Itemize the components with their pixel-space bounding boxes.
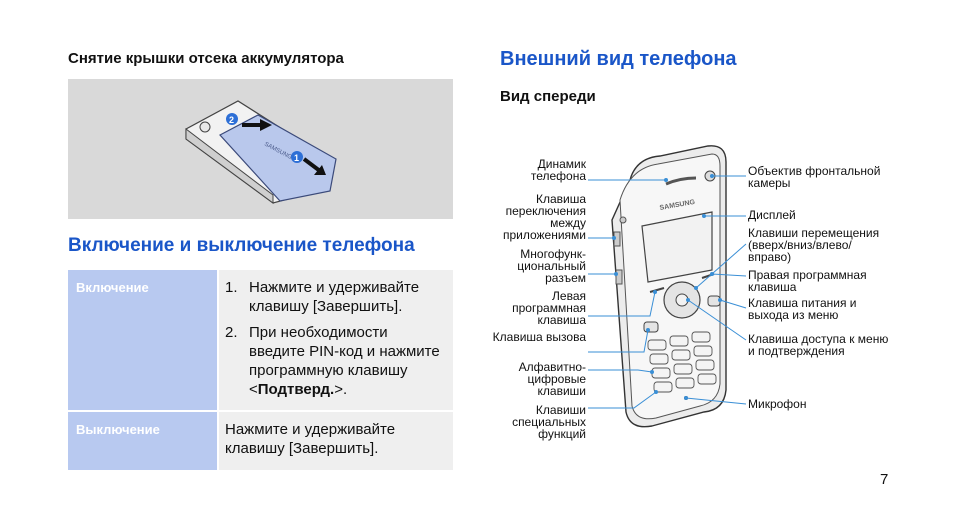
label-display: Дисплей xyxy=(748,208,796,222)
speaker-grille xyxy=(665,176,697,186)
power-on-label: Включение xyxy=(76,280,149,295)
power-on-step-1-text: Нажмите и удерживайте клавишу [Завершить… xyxy=(249,279,420,315)
phone-appearance-heading: Внешний вид телефона xyxy=(500,48,737,70)
label-earpiece: Динамик телефона xyxy=(530,157,586,183)
alphanumeric-keypad xyxy=(647,331,717,393)
leader-lines-left xyxy=(588,179,666,409)
battery-cover-heading: Снятие крышки отсека аккумулятора xyxy=(68,50,344,67)
page-number: 7 xyxy=(880,471,889,488)
power-off-text: Нажмите и удерживайте клавишу [Завершить… xyxy=(225,421,396,457)
label-special-function-keys: Клавиши специальных функций xyxy=(512,403,586,441)
phone-display xyxy=(641,211,713,283)
power-end-key xyxy=(707,295,721,307)
label-multifunction-jack: Многофунк-циональный разъем xyxy=(517,247,586,285)
step-2-badge xyxy=(226,113,238,125)
label-power-end-key: Клавиша питания и выхода из меню xyxy=(748,296,857,322)
phone-front-diagram: SAMSUNG xyxy=(588,145,747,428)
power-on-steps: 1. Нажмите и удерживайте клавишу [Заверш… xyxy=(225,278,443,399)
step-number: 2. xyxy=(225,324,238,341)
step-2-text-start: При необходимости введите PIN-код и нажм… xyxy=(249,324,440,398)
front-view-subheading: Вид спереди xyxy=(500,88,596,105)
svg-text:1: 1 xyxy=(294,153,299,163)
multifunction-jack xyxy=(615,269,623,285)
power-off-label: Выключение xyxy=(76,422,160,437)
power-off-label-cell: Выключение xyxy=(68,412,217,470)
svg-text:2: 2 xyxy=(229,115,234,125)
label-navigation-keys: Клавиши перемещения (вверх/вниз/влево/ в… xyxy=(748,226,880,264)
label-microphone: Микрофон xyxy=(748,397,807,411)
battery-cover-illustration: SAMSUNG 2 1 xyxy=(68,79,453,219)
power-on-step-1: 1. Нажмите и удерживайте клавишу [Заверш… xyxy=(225,278,443,316)
phone-back-illustration: SAMSUNG 2 1 xyxy=(185,100,337,204)
label-alphanumeric-keys: Алфавитно-цифровые клавиши xyxy=(518,360,586,398)
power-on-label-cell: Включение xyxy=(68,270,217,410)
step-1-badge xyxy=(291,151,303,163)
power-on-step-2: 2. При необходимости введите PIN-код и н… xyxy=(225,323,443,399)
leader-lines-right xyxy=(685,175,747,405)
power-on-steps-cell: 1. Нажмите и удерживайте клавишу [Заверш… xyxy=(219,270,453,410)
step-number: 1. xyxy=(225,279,238,296)
label-right-soft-key: Правая программная клавиша xyxy=(748,268,867,294)
power-on-step-2-text: При необходимости введите PIN-код и нажм… xyxy=(249,324,440,398)
label-app-switch-key: Клавиша переключения между приложениями xyxy=(502,192,586,242)
label-left-soft-key: Левая программная клавиша xyxy=(512,289,586,327)
step-2-text-end: >. xyxy=(334,381,348,398)
table-divider xyxy=(68,410,453,412)
confirm-key-name: Подтверд. xyxy=(257,381,335,398)
left-soft-key xyxy=(649,287,665,293)
label-call-key: Клавиша вызова xyxy=(492,330,586,344)
label-menu-confirm-key: Клавиша доступа к меню и подтверждения xyxy=(748,332,889,358)
power-off-text-cell: Нажмите и удерживайте клавишу [Завершить… xyxy=(219,412,453,470)
power-heading: Включение и выключение телефона xyxy=(68,235,415,256)
label-front-camera: Объектив фронтальной камеры xyxy=(748,164,881,190)
